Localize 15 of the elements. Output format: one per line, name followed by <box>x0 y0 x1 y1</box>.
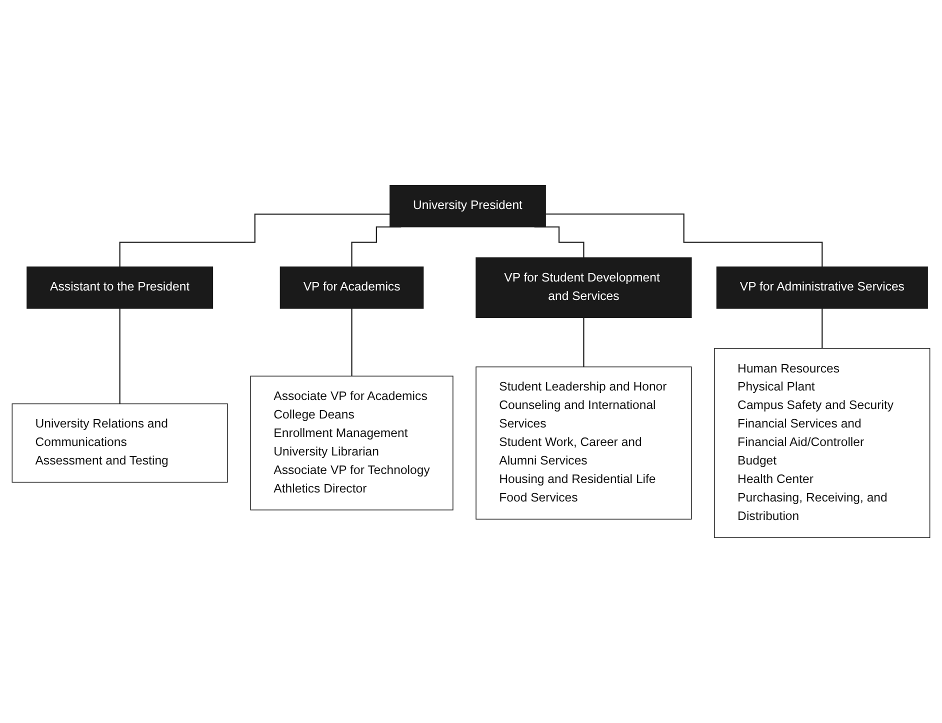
node-box: VP for Academics <box>280 266 424 309</box>
connector <box>546 213 823 268</box>
node-box: University Relations and Communications Assessment and Testing <box>12 403 228 483</box>
connector <box>351 308 352 377</box>
node-box: VP for Administrative Services <box>716 266 928 309</box>
connector <box>583 317 584 368</box>
node-box: University President <box>390 184 546 228</box>
node-box: VP for Student Development and Services <box>476 257 692 318</box>
connector <box>119 214 390 268</box>
node-box: Human Resources Physical Plant Campus Safety and Security Financial Services and Financial Aid/Controller Budget Health Center Purchasing, Receiving, and Distribution <box>714 348 930 538</box>
node-box: Assistant to the President <box>26 266 214 309</box>
node-box: Student Leadership and Honor Counseling and International Services Student Work, Career and Alumni Services Housing and Residential Life Food Services <box>476 366 692 520</box>
node-box: Associate VP for Academics College Deans Enrollment Management University Librarian Associate VP for Technology Athletics Director <box>250 376 454 510</box>
connector <box>119 308 120 404</box>
connector <box>822 308 823 349</box>
